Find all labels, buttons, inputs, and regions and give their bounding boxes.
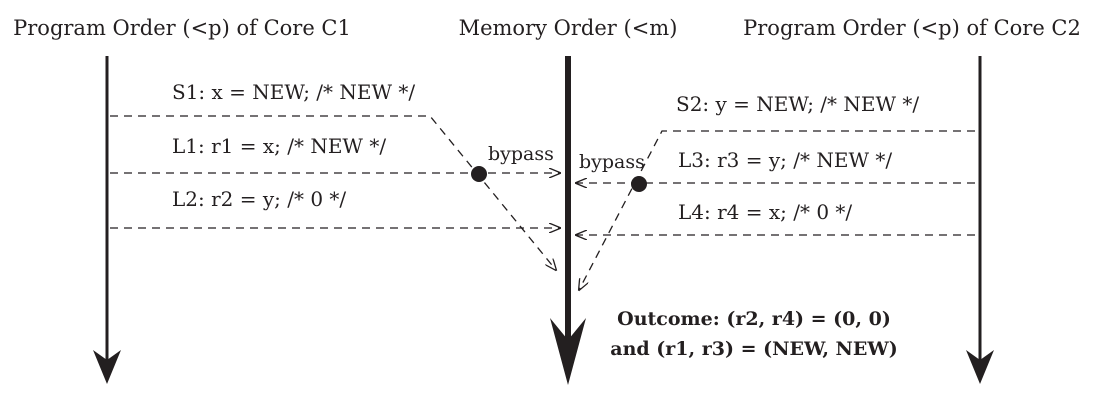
core1-arrowhead [93,350,121,384]
core1-timeline [93,56,121,384]
s2-label: S2: y = NEW; /* NEW */ [676,92,919,116]
left-bypass-dot [471,166,487,182]
outcome: Outcome: (r2, r4) = (0, 0) and (r1, r3) … [610,308,897,360]
core1-operations: S1: x = NEW; /* NEW */ L1: r1 = x; /* NE… [110,80,560,270]
right-bypass-dot [631,176,647,192]
l2-label: L2: r2 = y; /* 0 */ [172,187,346,211]
core2-operations: S2: y = NEW; /* NEW */ L3: r3 = y; /* NE… [576,92,975,290]
right-bypass-label: bypass [579,151,645,173]
memory-order-timeline [550,56,586,385]
outcome-line-2: and (r1, r3) = (NEW, NEW) [610,338,897,360]
core2-arrowhead [966,350,994,384]
outcome-line-1: Outcome: (r2, r4) = (0, 0) [617,308,891,330]
core1-header: Program Order (<p) of Core C1 [13,16,351,40]
memory-order-header: Memory Order (<m) [459,16,678,40]
l3-label: L3: r3 = y; /* NEW */ [678,148,892,172]
s1-label: S1: x = NEW; /* NEW */ [172,80,415,104]
left-bypass-label: bypass [488,143,554,165]
core2-header: Program Order (<p) of Core C2 [743,16,1081,40]
core2-timeline [966,56,994,384]
s1-arrow [110,115,556,270]
l1-label: L1: r1 = x; /* NEW */ [172,134,386,158]
l4-label: L4: r4 = x; /* 0 */ [678,200,852,224]
s2-arrow [579,130,975,290]
memory-order-arrowhead [550,318,586,385]
